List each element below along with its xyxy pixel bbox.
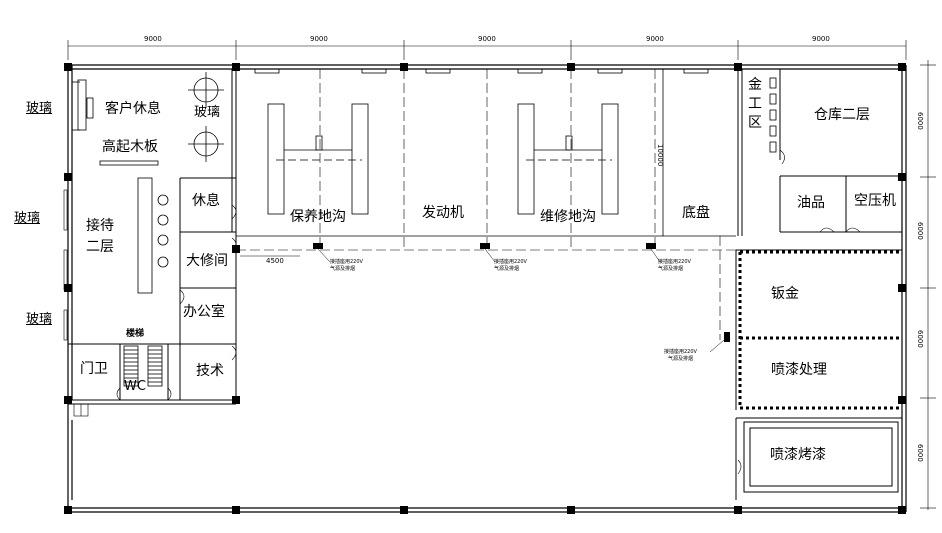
room-metal-area-1: 金 — [748, 77, 762, 93]
glass-label-2: 玻璃 — [194, 105, 221, 120]
room-rest: 休息 — [192, 193, 220, 209]
bay-engine: 发动机 — [422, 205, 464, 221]
room-sheet-metal: 钣金 — [771, 286, 799, 302]
equipment-leaders — [240, 248, 725, 353]
equip-note-4-line1: 接插座用220V — [664, 349, 697, 355]
staircase — [123, 345, 163, 387]
left-block-walls — [68, 65, 237, 405]
room-metal-area-3: 区 — [748, 115, 762, 131]
glass-label-3: 玻璃 — [14, 211, 41, 226]
dim-top-3: 9000 — [478, 35, 496, 43]
room-metal-area-2: 工 — [748, 96, 762, 112]
metal-shelves — [769, 77, 777, 153]
equip-note-4-line2: 气源及排烟 — [668, 356, 694, 362]
room-high-board: 高起木板 — [102, 139, 158, 155]
room-guard: 门卫 — [80, 361, 108, 377]
dim-inner-span: 4500 — [266, 257, 284, 265]
equip-note-2-line1: 接插座用220V — [494, 259, 527, 265]
entry-marker — [73, 403, 89, 417]
dim-top-5: 9000 — [812, 35, 830, 43]
structural-columns — [64, 63, 906, 514]
maintenance-pit — [267, 103, 369, 215]
room-tech: 技术 — [196, 363, 224, 379]
equip-note-1-line1: 接插座用220V — [330, 259, 363, 265]
top-dimension-line — [67, 40, 907, 60]
hatched-rails — [738, 250, 900, 410]
dim-right-1: 6000 — [916, 112, 924, 130]
room-stairs: 楼梯 — [126, 329, 145, 339]
room-spray-bake: 喷漆烤漆 — [770, 447, 826, 463]
room-reception-floor2: 二层 — [86, 239, 114, 255]
equipment-sockets — [313, 243, 730, 342]
lounge-fixtures — [72, 79, 169, 294]
room-customer-lounge: 客户休息 — [105, 101, 161, 117]
equip-note-3-line1: 接插座用220V — [658, 259, 691, 265]
left-windows — [63, 189, 68, 341]
room-overhaul: 大修间 — [186, 253, 228, 269]
room-air-compressor: 空压机 — [854, 193, 896, 209]
dim-top-2: 9000 — [310, 35, 328, 43]
right-doors — [737, 149, 861, 475]
glass-label-4: 玻璃 — [26, 312, 53, 327]
right-dimension-line — [920, 60, 936, 510]
room-oil: 油品 — [797, 195, 825, 211]
room-spray-treat: 喷漆处理 — [771, 362, 827, 378]
right-block-walls — [735, 69, 902, 500]
dim-right-3: 6000 — [916, 330, 924, 348]
bay-maint-pit: 保养地沟 — [290, 209, 346, 225]
round-tables — [188, 72, 224, 162]
glass-label-1: 玻璃 — [26, 101, 53, 116]
dim-right-2: 6000 — [916, 222, 924, 240]
dim-inner-vertical: 10000 — [656, 144, 664, 167]
bay-chassis: 底盘 — [682, 205, 710, 221]
equip-note-3-line2: 气源及排烟 — [658, 266, 684, 272]
repair-pit — [517, 103, 619, 215]
ceiling-lights — [254, 68, 709, 74]
room-wc: WC — [124, 379, 146, 394]
room-reception: 接待 — [86, 218, 114, 234]
equip-note-2-line2: 气源及排烟 — [494, 266, 520, 272]
dim-right-4: 6000 — [916, 444, 924, 462]
bay-solid-lines — [236, 69, 736, 237]
room-warehouse: 仓库二层 — [814, 107, 870, 123]
bay-dividers — [236, 69, 736, 340]
bay-repair-pit: 维修地沟 — [540, 209, 596, 225]
dim-top-1: 9000 — [144, 35, 162, 43]
equip-note-1-line2: 气源及排烟 — [330, 266, 356, 272]
left-doors — [116, 204, 237, 401]
dim-top-4: 9000 — [646, 35, 664, 43]
room-office: 办公室 — [183, 304, 225, 320]
